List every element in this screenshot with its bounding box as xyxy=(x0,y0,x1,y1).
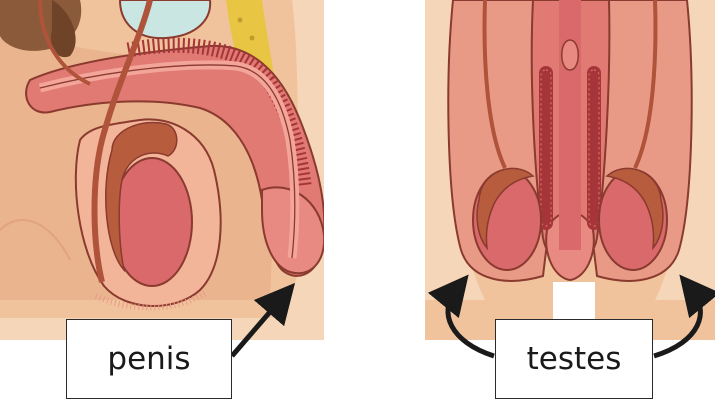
testes-arrow-left xyxy=(448,290,494,356)
label-penis-text: penis xyxy=(107,341,190,377)
label-penis: penis xyxy=(66,319,232,399)
penis-arrow xyxy=(232,298,282,356)
testes-arrow-right xyxy=(654,290,700,356)
label-testes-text: testes xyxy=(527,341,622,377)
label-testes: testes xyxy=(495,319,653,399)
